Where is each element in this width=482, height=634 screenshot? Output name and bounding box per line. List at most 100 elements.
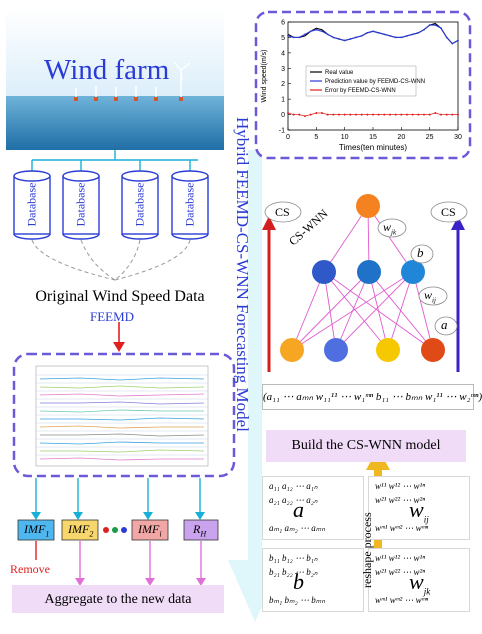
series-point bbox=[389, 34, 391, 37]
database-label: Database bbox=[182, 182, 197, 227]
aggregate-arrowheads bbox=[75, 578, 206, 586]
imf1-box bbox=[17, 519, 55, 541]
weight-jk-bubble bbox=[377, 218, 407, 238]
series-point bbox=[440, 113, 442, 116]
series-point bbox=[383, 113, 386, 116]
y-tick-label: 4 bbox=[281, 50, 285, 57]
banner-title: Wind farm bbox=[44, 54, 170, 86]
component-label-imf2: IMF2 bbox=[68, 522, 94, 539]
x-tick-label: 10 bbox=[341, 134, 349, 141]
matrix-symbol: wij bbox=[409, 497, 429, 525]
database-label: Database bbox=[132, 182, 147, 227]
bias-label: b bbox=[417, 245, 424, 260]
series-point bbox=[440, 27, 442, 30]
y-axis-label: Wind speed(m/s) bbox=[261, 50, 268, 103]
matrix-w-jk: w¹¹ w¹² ⋯ w¹ⁿ w²¹ w²² ⋯ w²ⁿ wᵐ¹ wᵐ² ⋯ wᵐ… bbox=[368, 548, 470, 612]
series-point bbox=[394, 113, 397, 116]
series-point bbox=[451, 113, 454, 116]
weight-ij-bubble bbox=[418, 286, 448, 306]
matrix-row: aₘ₁ aₘ₂ ⋯ aₘₙ bbox=[269, 523, 325, 533]
matrix-row: bₘ₁ bₘ₂ ⋯ bₘₙ bbox=[269, 595, 325, 605]
ellipsis-dot bbox=[112, 527, 118, 533]
y-tick-label: 5 bbox=[281, 35, 285, 42]
series-point bbox=[298, 113, 301, 116]
weight-ij-label: wij bbox=[424, 288, 436, 305]
original-data-label: Original Wind Speed Data bbox=[35, 288, 205, 305]
component-label-residue: RH bbox=[193, 522, 207, 539]
series-point bbox=[451, 42, 454, 45]
legend-label: Prediction value by FEEMD-CS-WNN bbox=[325, 79, 425, 85]
series-point bbox=[406, 113, 408, 116]
series-point bbox=[349, 38, 352, 40]
series-point bbox=[366, 113, 369, 116]
series-point bbox=[292, 36, 295, 39]
series-point bbox=[349, 113, 352, 116]
database-cylinder bbox=[62, 170, 100, 240]
series-point bbox=[377, 113, 380, 116]
series-point bbox=[457, 39, 459, 42]
series-point bbox=[332, 36, 335, 39]
hidden-node bbox=[357, 260, 381, 284]
database-cylinder bbox=[13, 170, 51, 240]
matrix-symbol: b bbox=[293, 569, 304, 594]
background-arrow bbox=[228, 150, 282, 622]
y-tick-label: -1 bbox=[279, 128, 285, 135]
feemd-arrowhead bbox=[113, 342, 125, 352]
y-tick-label: 6 bbox=[281, 20, 285, 27]
database-label: Database bbox=[73, 182, 88, 227]
series-point bbox=[434, 24, 437, 26]
series-point bbox=[309, 113, 312, 116]
database-cylinders bbox=[13, 170, 209, 240]
aggregate-label: Aggregate to the new data bbox=[44, 592, 192, 607]
y-tick-label: 1 bbox=[281, 97, 285, 104]
cs-right-bubble bbox=[430, 201, 468, 223]
component-arrowheads bbox=[31, 512, 205, 520]
database-cylinder bbox=[171, 170, 209, 240]
series-point bbox=[292, 113, 295, 116]
x-tick-label: 30 bbox=[454, 134, 462, 141]
scale-label: a bbox=[441, 317, 448, 332]
series-point bbox=[389, 113, 391, 116]
output-node bbox=[356, 194, 380, 218]
series-point bbox=[321, 112, 323, 115]
input-node bbox=[280, 338, 304, 362]
matrix-w-ij: w¹¹ w¹² ⋯ w¹ⁿ w²¹ w²² ⋯ w²ⁿ wᵐ¹ wᵐ² ⋯ wᵐ… bbox=[368, 476, 470, 540]
legend-label: Error by FEEMD-CS-WNN bbox=[325, 88, 396, 94]
series-point bbox=[326, 113, 329, 116]
series-point bbox=[304, 115, 306, 118]
series-point bbox=[445, 113, 448, 116]
matrix-row: wᵐ¹ wᵐ² ⋯ wᵐⁿ bbox=[375, 595, 429, 605]
build-model-label: Build the CS-WNN model bbox=[291, 438, 441, 453]
series-point bbox=[315, 112, 318, 115]
series-point bbox=[383, 33, 386, 36]
reshape-label: reshape process bbox=[360, 512, 374, 588]
series-point bbox=[309, 30, 312, 33]
aggregate-connectors bbox=[79, 541, 202, 582]
cs-left-bubble bbox=[264, 201, 302, 223]
input-node bbox=[421, 338, 445, 362]
legend-label: Real value bbox=[325, 70, 354, 76]
series-point bbox=[326, 33, 329, 36]
series-point bbox=[366, 31, 369, 34]
series-point bbox=[428, 24, 431, 26]
matrix-row: w²¹ w²² ⋯ w²ⁿ bbox=[375, 567, 426, 577]
series-point bbox=[338, 113, 340, 116]
matrix-row: b₂₁ b₂₂ ⋯ b₂ₙ bbox=[269, 567, 318, 577]
series-point bbox=[321, 30, 323, 33]
y-tick-label: 0 bbox=[281, 112, 285, 119]
series-point bbox=[445, 36, 448, 39]
x-tick-label: 25 bbox=[426, 134, 434, 141]
series-point bbox=[417, 113, 420, 116]
ellipsis-dot bbox=[121, 527, 127, 533]
matrix-b: b₁₁ b₁₂ ⋯ b₁ₙ b₂₁ b₂₂ ⋯ b₂ₙ bₘ₁ bₘ₂ ⋯ bₘ… bbox=[262, 548, 364, 612]
series-point bbox=[338, 38, 340, 40]
series-point bbox=[287, 112, 289, 115]
series-point bbox=[428, 113, 431, 116]
model-title: Hybrid FEEMD-CS-WNN Forecasting Model bbox=[233, 116, 252, 432]
series-point bbox=[343, 113, 346, 116]
remove-label: Remove bbox=[10, 562, 50, 576]
parameter-vector: (a₁₁ ⋯ aₘₙ w₁₁¹¹ ⋯ w₁ᵐⁿ b₁₁ ⋯ bₘₙ w₁¹¹ ⋯… bbox=[262, 384, 482, 410]
series-point bbox=[406, 34, 408, 37]
matrix-row: b₁₁ b₁₂ ⋯ b₁ₙ bbox=[269, 553, 318, 563]
